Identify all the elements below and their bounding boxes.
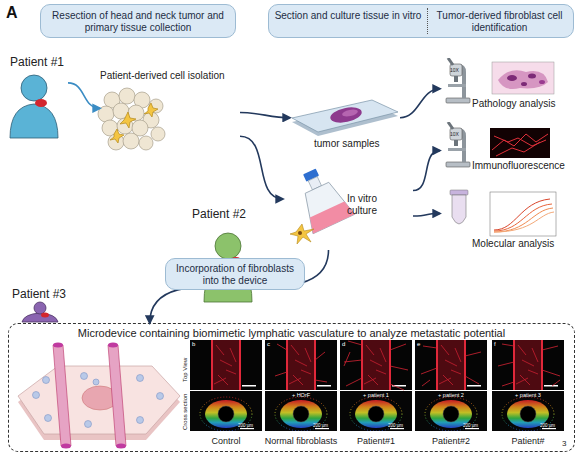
scale-label: 200 µm — [313, 424, 328, 429]
flow-arrow — [240, 113, 290, 118]
amplification-chart — [490, 192, 556, 236]
patient-figure: Patient #1 — [8, 56, 68, 140]
microscopy-panels — [190, 340, 564, 431]
axis-label: Top View — [182, 358, 189, 382]
node-text: In vitro culture — [347, 193, 403, 216]
header-band: Section and culture tissue in vitro Tumor… — [268, 4, 574, 38]
scale-label: 200 µm — [540, 424, 555, 429]
panel-caption: Control — [181, 437, 271, 447]
condition-label: + HOrF — [265, 392, 337, 398]
device-panel: Microdevice containing biomimetic lympha… — [8, 323, 575, 452]
panel-caption: Normal fibroblasts — [256, 437, 346, 447]
node-text: Immunofluorescence — [472, 160, 565, 172]
culture-flask — [289, 162, 355, 234]
node-text: Pathology analysis — [472, 98, 555, 110]
condition-label: + patient 3 — [492, 392, 564, 398]
node-text: tumor samples — [314, 138, 380, 150]
panel-letter: b — [192, 341, 195, 348]
magnification-label: 10X — [450, 68, 459, 74]
scale-label: 200 µm — [238, 424, 253, 429]
panel-letter: f — [494, 341, 496, 348]
panel-caption: Patient# — [483, 437, 573, 447]
node-text: Patient-derived cell isolation — [100, 70, 225, 82]
panel-letter: e — [417, 341, 420, 348]
if-image — [490, 128, 550, 158]
glass-slide — [292, 100, 398, 136]
tumor-sample-slide: tumor samples — [290, 88, 400, 154]
panel-letter: d — [342, 341, 345, 348]
flow-arrow — [240, 136, 283, 199]
condition-label: + patient 1 — [340, 392, 412, 398]
analysis-step: Pathology analysis — [440, 58, 575, 114]
scale-label: 200 µm — [388, 424, 403, 429]
he-image — [492, 62, 554, 94]
panel-caption: Patient#2 — [406, 437, 496, 447]
node-text: Resection of head and neck tumor and pri… — [45, 10, 231, 33]
fibroblast-cell — [290, 224, 314, 244]
magnification-label: 10X — [450, 132, 459, 138]
node-text: Patient #2 — [192, 208, 246, 222]
node-text: Section and culture tissue in vitro — [273, 10, 423, 22]
cell-isolation: Patient-derived cell isolation — [100, 70, 240, 155]
panel-letter: A — [6, 4, 18, 22]
node-text: Incorporation of fibroblasts into the de… — [170, 263, 300, 286]
microdevice-illustration — [18, 343, 180, 449]
flow-arrow — [150, 250, 329, 323]
cell-cluster — [98, 88, 165, 150]
panel-caption: Patient#1 — [331, 437, 421, 447]
node-text: Microdevice containing biomimetic lympha… — [9, 327, 574, 340]
node-text: Tumor-derived fibroblast cell identifica… — [427, 8, 571, 34]
header-band: Resection of head and neck tumor and pri… — [40, 4, 236, 38]
axis-label: Cross section — [182, 394, 189, 430]
flow-arrow — [413, 214, 440, 217]
panel-letter: c — [267, 341, 270, 348]
page-number: 3 — [562, 440, 566, 449]
analysis-step: Immunofluorescence — [440, 122, 575, 174]
scale-label: 200 µm — [463, 424, 478, 429]
node-text: Patient #3 — [12, 288, 66, 302]
condition-label: + patient 2 — [415, 392, 487, 398]
pcr-tube — [450, 190, 468, 224]
flow-arrow — [413, 151, 440, 191]
process-band: Incorporation of fibroblasts into the de… — [165, 258, 305, 290]
node-text: Patient #1 — [10, 56, 64, 70]
patient-figure: Patient #3 — [10, 288, 72, 322]
flow-arrow — [68, 83, 100, 108]
analysis-step: Molecular analysis — [440, 182, 575, 252]
node-text: Molecular analysis — [472, 238, 554, 250]
flow-arrow — [400, 89, 440, 118]
patient-figure: Patient #2 — [190, 208, 256, 258]
culture-flask: In vitro culture — [283, 165, 413, 250]
